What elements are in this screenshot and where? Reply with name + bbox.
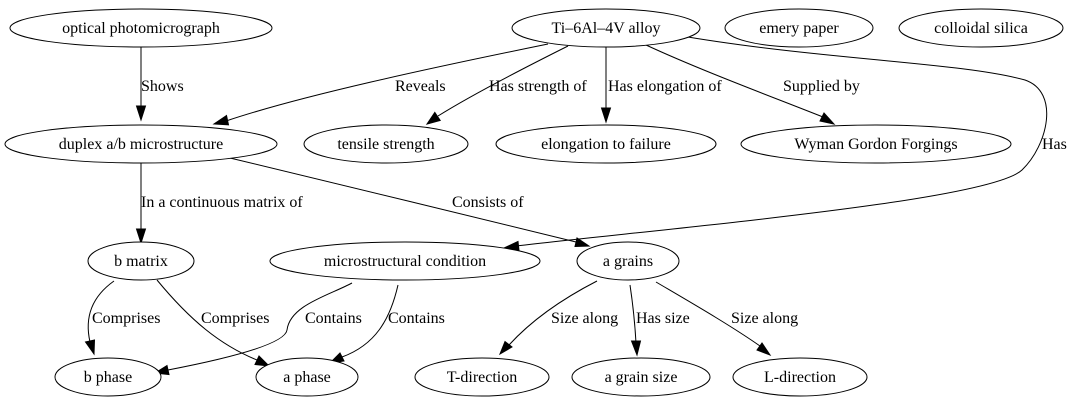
edge-label-has: Has xyxy=(1042,136,1067,153)
edge-shows: Shows xyxy=(135,46,184,122)
node-wyman-gordon-forgings: Wyman Gordon Forgings xyxy=(740,124,1012,164)
svg-text:colloidal silica: colloidal silica xyxy=(934,20,1028,37)
node-colloidal-silica: colloidal silica xyxy=(898,8,1064,48)
edge-label-consists-of: Consists of xyxy=(452,194,524,211)
svg-text:a grain size: a grain size xyxy=(605,369,678,386)
node-microstructural-condition: microstructural condition xyxy=(269,241,541,281)
edge-label-supplied-by: Supplied by xyxy=(783,78,860,95)
svg-text:elongation to failure: elongation to failure xyxy=(541,136,671,153)
node-a-grains: a grains xyxy=(576,241,680,281)
svg-text:optical photomicrograph: optical photomicrograph xyxy=(62,20,220,37)
svg-text:Ti–6Al–4V alloy: Ti–6Al–4V alloy xyxy=(552,20,661,37)
svg-text:L-direction: L-direction xyxy=(764,369,836,386)
edge-consists-of: Consists of xyxy=(229,157,591,248)
node-optical-photomicrograph: optical photomicrograph xyxy=(9,8,273,48)
edge-has-strength-of: Has strength of xyxy=(425,45,587,125)
edge-in-continuous-matrix-of: In a continuous matrix of xyxy=(135,163,303,245)
edge-label-in-continuous-matrix-of: In a continuous matrix of xyxy=(141,194,303,211)
svg-text:tensile strength: tensile strength xyxy=(337,136,434,153)
edge-label-has-strength-of: Has strength of xyxy=(489,78,587,95)
node-b-matrix: b matrix xyxy=(87,241,195,281)
edge-label-size-along-t: Size along xyxy=(551,310,618,327)
node-b-phase: b phase xyxy=(54,357,162,397)
edge-label-comprises-a: Comprises xyxy=(201,310,269,327)
node-emery-paper: emery paper xyxy=(724,8,874,48)
edge-comprises-b: Comprises xyxy=(84,280,160,356)
svg-text:microstructural condition: microstructural condition xyxy=(324,253,486,270)
edge-label-shows: Shows xyxy=(141,78,184,95)
node-a-grain-size: a grain size xyxy=(571,357,711,397)
edge-label-size-along-l: Size along xyxy=(731,310,798,327)
edge-reveals: Reveals xyxy=(212,43,549,126)
svg-text:duplex a/b microstructure: duplex a/b microstructure xyxy=(59,136,223,153)
svg-text:b phase: b phase xyxy=(84,369,132,386)
node-ti-6al-4v-alloy: Ti–6Al–4V alloy xyxy=(511,8,701,48)
svg-text:T-direction: T-direction xyxy=(447,369,518,386)
node-a-phase: a phase xyxy=(255,357,359,397)
edge-supplied-by: Supplied by xyxy=(645,44,860,125)
svg-text:Wyman Gordon Forgings: Wyman Gordon Forgings xyxy=(794,136,957,153)
edge-has: Has xyxy=(502,34,1067,252)
edge-size-along-l: Size along xyxy=(655,281,798,357)
edge-label-comprises-b: Comprises xyxy=(92,310,160,327)
node-elongation-to-failure: elongation to failure xyxy=(495,124,717,164)
edge-has-size: Has size xyxy=(629,284,690,357)
edge-comprises-a: Comprises xyxy=(156,279,271,367)
svg-text:b matrix: b matrix xyxy=(114,253,168,270)
edge-label-reveals: Reveals xyxy=(395,78,446,95)
edge-has-elongation-of: Has elongation of xyxy=(600,46,722,124)
svg-text:a phase: a phase xyxy=(283,369,331,386)
svg-text:emery paper: emery paper xyxy=(759,20,839,37)
edge-label-contains-b: Contains xyxy=(305,310,362,327)
node-tensile-strength: tensile strength xyxy=(303,124,469,164)
node-duplex-microstructure: duplex a/b microstructure xyxy=(4,124,278,164)
edge-label-has-size: Has size xyxy=(636,310,690,327)
node-l-direction: L-direction xyxy=(732,357,868,397)
edge-label-contains-a: Contains xyxy=(388,310,445,327)
edge-label-has-elongation-of: Has elongation of xyxy=(608,78,722,95)
svg-text:a grains: a grains xyxy=(603,253,653,270)
edge-size-along-t: Size along xyxy=(498,280,618,356)
node-t-direction: T-direction xyxy=(414,357,550,397)
